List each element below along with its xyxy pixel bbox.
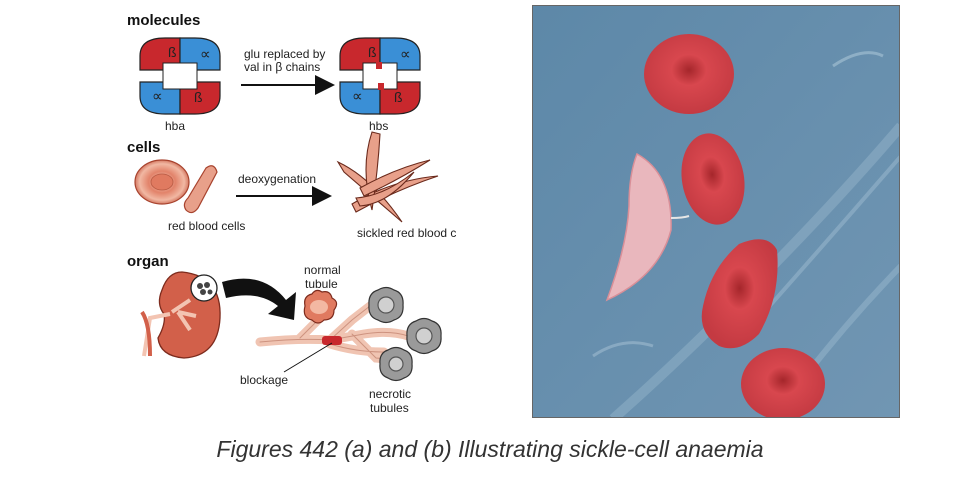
hbs-alpha-1: ∝ bbox=[400, 46, 411, 63]
zoom-arrow bbox=[222, 278, 296, 320]
figure-caption: Figures 442 (a) and (b) Illustrating sic… bbox=[216, 436, 764, 462]
micrograph-sickle-cell bbox=[605, 152, 672, 302]
hba-molecule: ß ∝ ∝ ß bbox=[139, 37, 221, 115]
hba-label: hba bbox=[165, 119, 185, 133]
sickle-cell-diagram: molecules ß ∝ ∝ ß hba glu replaced by va… bbox=[127, 12, 456, 415]
hbs-molecule: ß ∝ ∝ ß bbox=[339, 37, 421, 115]
micrograph-cell-2 bbox=[681, 133, 745, 225]
red-blood-cell-disc bbox=[134, 159, 190, 205]
necrotic-tubules bbox=[368, 286, 442, 382]
section-label-cells: cells bbox=[127, 139, 160, 156]
deoxygenation-label: deoxygenation bbox=[238, 172, 316, 186]
necrotic-label-2: tubules bbox=[370, 401, 409, 415]
normal-label-1: normal bbox=[304, 263, 341, 277]
hba-alpha-2: ∝ bbox=[152, 88, 163, 105]
molecule-arrow-text-1: glu replaced by bbox=[244, 47, 325, 61]
red-blood-cells-label: red blood cells bbox=[168, 219, 245, 233]
sickle-cell-micrograph bbox=[532, 5, 900, 418]
kidney-illustration bbox=[140, 271, 221, 359]
molecule-arrow-text-2: val in β chains bbox=[244, 60, 320, 74]
blockage-label: blockage bbox=[240, 373, 288, 387]
red-blood-cell-side bbox=[183, 165, 218, 214]
section-label-organ: organ bbox=[127, 253, 169, 270]
micrograph-cell-3 bbox=[701, 239, 778, 349]
hba-beta-2: ß bbox=[194, 89, 203, 105]
sickled-cells-label: sickled red blood c bbox=[357, 226, 456, 240]
section-label-molecules: molecules bbox=[127, 12, 200, 29]
hbs-alpha-2: ∝ bbox=[352, 88, 363, 105]
micrograph-cell-1 bbox=[644, 34, 734, 114]
necrotic-label-1: necrotic bbox=[369, 387, 411, 401]
micrograph-cell-4 bbox=[741, 348, 825, 417]
hbs-label: hbs bbox=[369, 119, 388, 133]
tubule-network bbox=[255, 301, 413, 365]
hba-alpha-1: ∝ bbox=[200, 46, 211, 63]
hba-beta-1: ß bbox=[168, 44, 177, 60]
hbs-beta-2: ß bbox=[394, 89, 403, 105]
sickled-cells bbox=[336, 131, 439, 223]
blockage-pointer bbox=[283, 342, 333, 373]
normal-tubule bbox=[303, 289, 338, 324]
normal-label-2: tubule bbox=[305, 277, 338, 291]
hbs-beta-1: ß bbox=[368, 44, 377, 60]
